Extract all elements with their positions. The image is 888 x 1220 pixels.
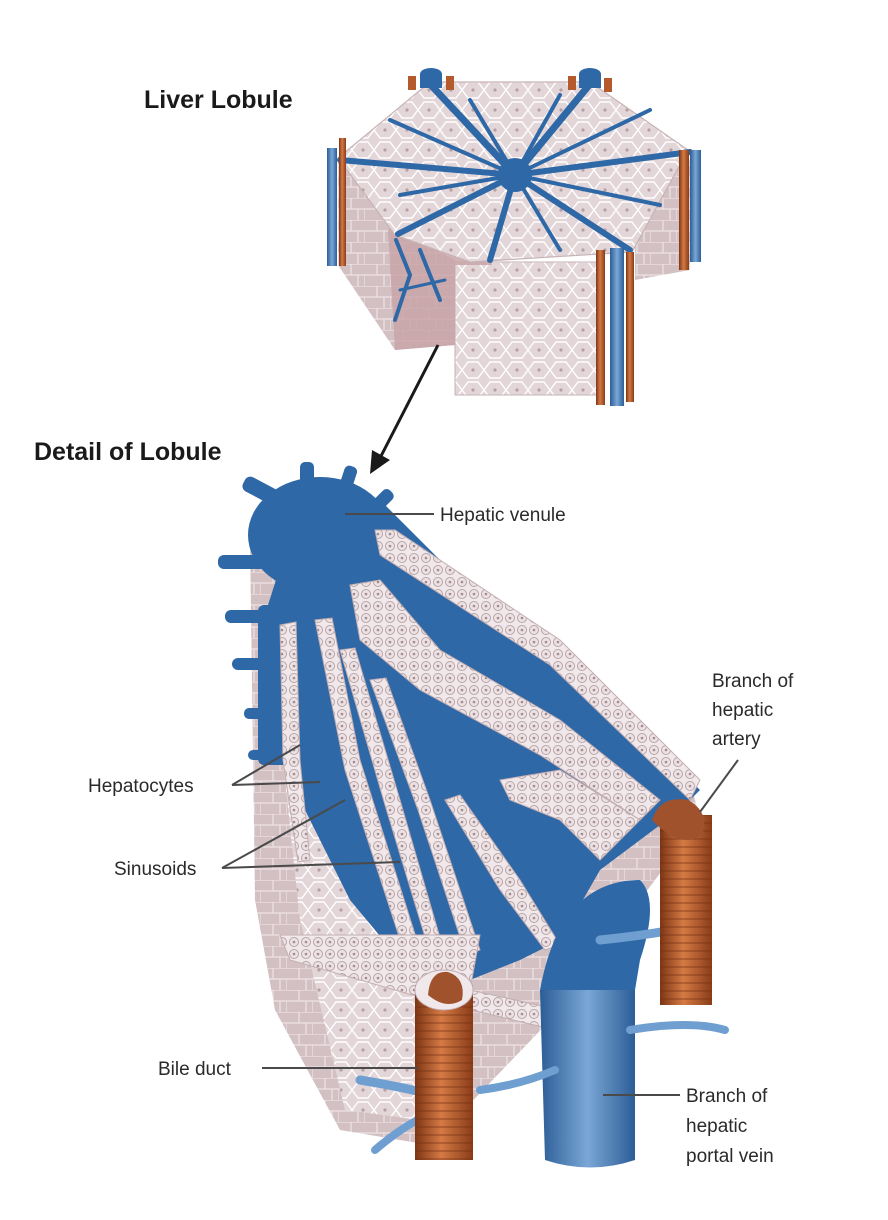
lobule-cut-block xyxy=(455,262,600,395)
label-hepatic-venule: Hepatic venule xyxy=(440,505,566,526)
label-hepatic-artery-2: hepatic xyxy=(712,700,773,721)
label-portal-vein-1: Branch of xyxy=(686,1086,768,1107)
zoom-arrow xyxy=(370,345,438,474)
label-hepatic-artery-3: artery xyxy=(712,729,761,750)
central-vein xyxy=(498,158,532,192)
lobule-detail xyxy=(218,462,725,1168)
label-hepatocytes: Hepatocytes xyxy=(88,776,194,797)
hepatic-artery xyxy=(652,799,712,1005)
label-portal-vein-2: hepatic xyxy=(686,1116,747,1137)
label-bile-duct: Bile duct xyxy=(158,1059,232,1080)
title-liver-lobule: Liver Lobule xyxy=(144,86,293,114)
title-detail-of-lobule: Detail of Lobule xyxy=(34,438,222,466)
liver-lobule xyxy=(327,68,701,406)
label-sinusoids: Sinusoids xyxy=(114,859,196,880)
label-hepatic-artery-1: Branch of xyxy=(712,671,794,692)
label-portal-vein-3: portal vein xyxy=(686,1146,774,1167)
bile-duct xyxy=(415,970,473,1160)
